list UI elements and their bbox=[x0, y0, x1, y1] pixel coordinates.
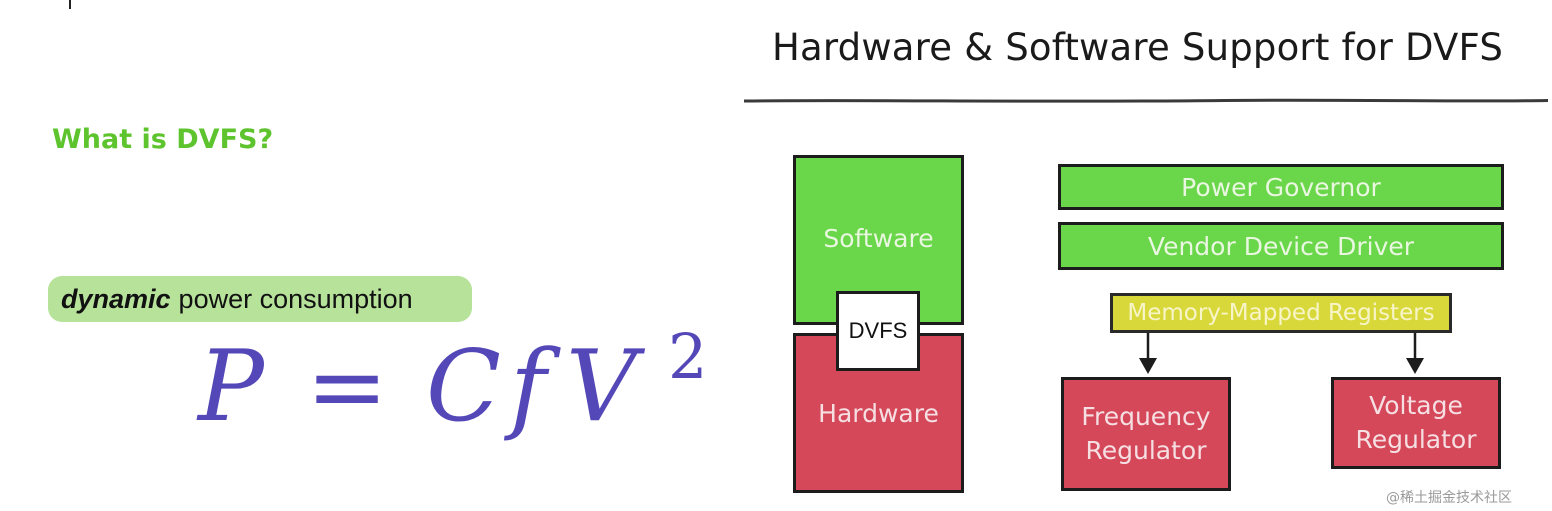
formula-c: C bbox=[426, 330, 501, 444]
watermark: @稀土掘金技术社区 bbox=[1386, 490, 1512, 506]
formula-v: V bbox=[566, 330, 646, 444]
frequency-regulator-line2: Regulator bbox=[1085, 436, 1207, 465]
voltage-regulator-line1: Voltage bbox=[1369, 391, 1463, 421]
voltage-regulator-line2: Regulator bbox=[1355, 425, 1477, 454]
slide-heading: What is DVFS? bbox=[52, 124, 274, 155]
memory-mapped-registers-box: Memory-Mapped Registers bbox=[1110, 293, 1452, 333]
formula-p: P bbox=[196, 330, 266, 444]
text-cursor-mark bbox=[69, 0, 71, 9]
pill-emphasis: dynamic bbox=[61, 283, 171, 314]
frequency-regulator-line1: Frequency bbox=[1081, 402, 1211, 432]
power-governor-box: Power Governor bbox=[1058, 164, 1504, 210]
dvfs-box: DVFS bbox=[836, 291, 920, 371]
formula-equals: = bbox=[306, 330, 388, 444]
vendor-device-driver-box: Vendor Device Driver bbox=[1058, 222, 1504, 270]
software-box: Software bbox=[793, 155, 964, 325]
pill-text: power consumption bbox=[178, 283, 413, 314]
voltage-regulator-box: Voltage Regulator bbox=[1331, 377, 1501, 469]
power-consumption-pill: dynamic power consumption bbox=[48, 276, 472, 322]
formula-exponent: 2 bbox=[668, 320, 707, 393]
power-formula: P C f V = 2 bbox=[196, 320, 707, 444]
diagram-title: Hardware & Software Support for DVFS bbox=[772, 26, 1504, 69]
arrow-to-frequency-regulator bbox=[1139, 333, 1157, 374]
title-underline bbox=[744, 98, 1548, 103]
arrow-to-voltage-regulator bbox=[1406, 333, 1424, 374]
frequency-regulator-box: Frequency Regulator bbox=[1061, 377, 1231, 491]
